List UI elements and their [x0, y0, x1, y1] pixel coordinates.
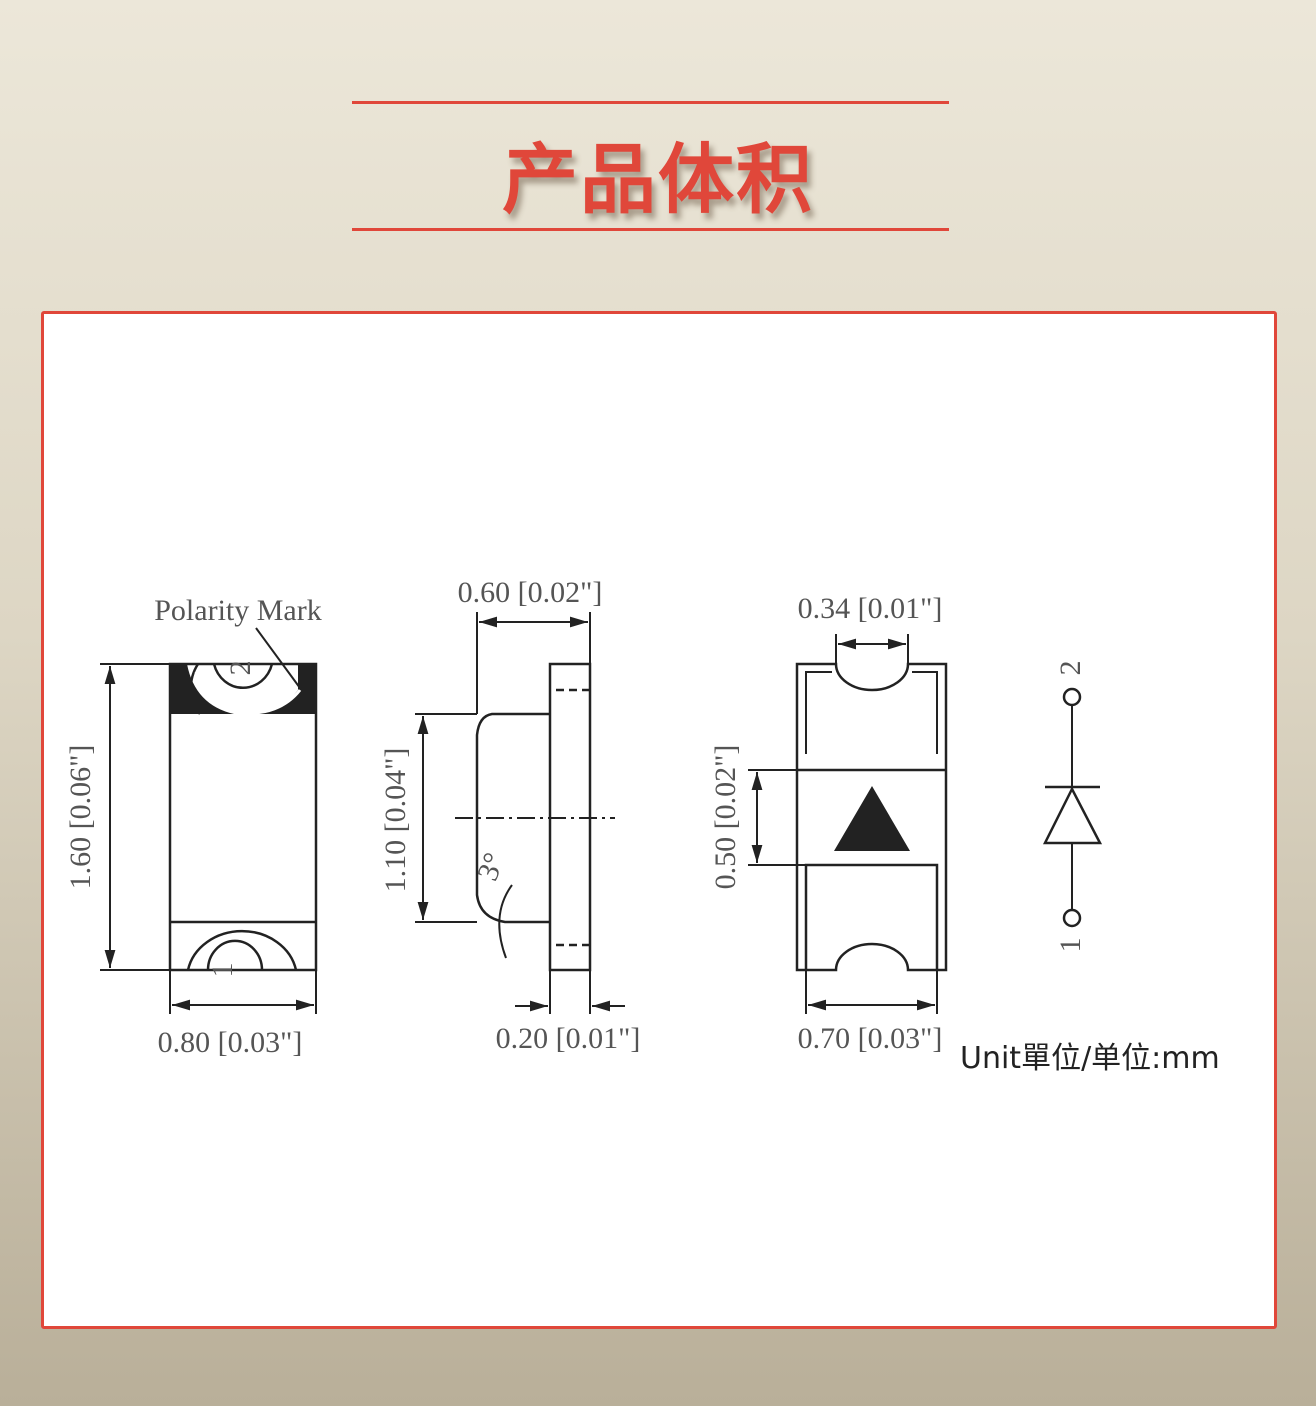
- pad-label-1: 1: [206, 963, 239, 978]
- pin-label-1: 1: [1054, 938, 1087, 953]
- title-rule-bottom: [352, 228, 949, 231]
- unit-label: Unit單位/单位:mm: [960, 1041, 1220, 1076]
- flange-thickness-label: 0.20 [0.01"]: [496, 1022, 641, 1055]
- side-width-label: 0.60 [0.02"]: [458, 576, 603, 609]
- notch-width-label: 0.34 [0.01"]: [798, 592, 943, 625]
- bottom-view: [748, 634, 948, 1014]
- bottom-width-label: 0.70 [0.03"]: [798, 1022, 943, 1055]
- body-height-label: 1.10 [0.04"]: [379, 748, 412, 893]
- diagram-frame: [41, 311, 1277, 1329]
- top-view: [100, 627, 318, 1014]
- page-title: 产品体积: [502, 135, 814, 224]
- diode-symbol: [1042, 687, 1103, 928]
- title-rule-top: [352, 101, 949, 104]
- gap-label: 0.50 [0.02"]: [709, 745, 742, 890]
- height-dimension-label: 1.60 [0.06"]: [64, 745, 97, 890]
- polarity-mark-label: Polarity Mark: [154, 594, 321, 627]
- pin-label-2: 2: [1054, 661, 1087, 676]
- width-dimension-label: 0.80 [0.03"]: [158, 1026, 303, 1059]
- side-view: [415, 612, 625, 1014]
- pad-label-2: 2: [224, 661, 257, 676]
